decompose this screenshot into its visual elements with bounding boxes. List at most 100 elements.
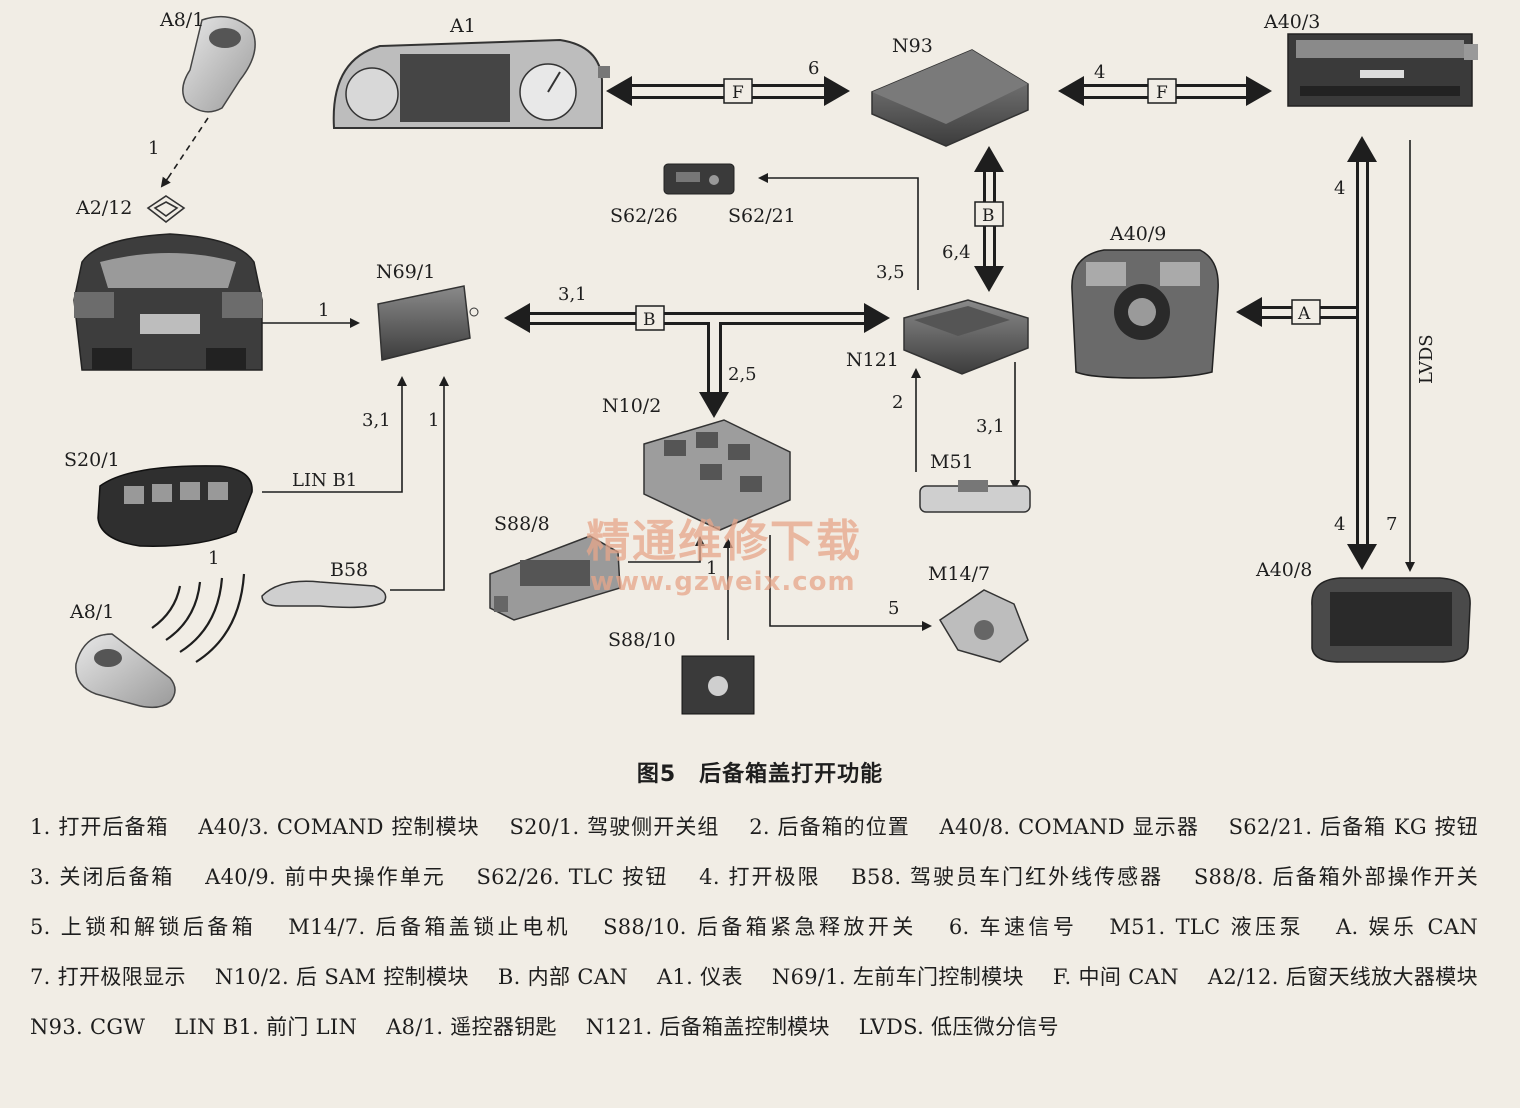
label-s20-1: S20/1	[64, 449, 120, 471]
gateway-module	[871, 49, 1029, 147]
rear-sam-module	[643, 419, 791, 531]
conn-1-s88: 1	[706, 558, 717, 579]
trunk-lid-control-module	[903, 299, 1029, 375]
legend-item: M51. TLC 液压泵	[1109, 915, 1304, 939]
legend-item: 4. 打开极限	[699, 865, 821, 889]
legend-item: 2. 后备箱的位置	[749, 815, 910, 839]
legend-item: A1. 仪表	[656, 965, 743, 989]
legend-item: M14/7. 后备箱盖锁止电机	[288, 915, 571, 939]
label-m51: M51	[930, 451, 974, 473]
conn-6-4: 6,4	[942, 242, 971, 263]
car-rear-view	[73, 233, 263, 371]
bus-f-right-label: F	[1156, 83, 1168, 103]
figure-caption: 图5 后备箱盖打开功能	[636, 762, 884, 787]
legend-item: 1. 打开后备箱	[30, 815, 169, 839]
instrument-cluster	[332, 38, 610, 129]
remote-key-top	[182, 15, 256, 113]
legend-item: S62/21. 后备箱 KG 按钮	[1228, 815, 1479, 839]
conn-lvds: LVDS	[1416, 334, 1437, 384]
legend: 1. 打开后备箱 A40/3. COMAND 控制模块 S20/1. 驾驶侧开关…	[30, 802, 1500, 1052]
legend-item: 6. 车速信号	[948, 915, 1078, 939]
label-a40-9: A40/9	[1109, 223, 1166, 245]
label-n10-2: N10/2	[602, 395, 661, 417]
label-a2-12: A2/12	[75, 197, 132, 219]
label-s62-26: S62/26	[610, 205, 678, 227]
legend-item: A40/9. 前中央操作单元	[205, 865, 446, 889]
conn-1-n69: 1	[428, 410, 439, 431]
system-diagram: F F B B A	[64, 9, 1478, 715]
conn-1-car: 1	[318, 300, 329, 321]
comand-control-unit	[1287, 33, 1478, 107]
label-s88-10: S88/10	[608, 629, 676, 651]
comand-display	[1311, 577, 1471, 663]
conn-1-remote-bottom: 1	[208, 548, 219, 569]
bus-label-boxes	[635, 78, 1321, 331]
conn-7: 7	[1386, 514, 1397, 535]
label-n69-1: N69/1	[376, 261, 435, 283]
label-a1: A1	[449, 15, 476, 37]
conn-1-remote: 1	[148, 138, 159, 159]
legend-item: A8/1. 遥控器钥匙	[386, 1015, 557, 1039]
label-s62-21: S62/21	[728, 205, 796, 227]
bus-f-left-label: F	[732, 83, 744, 103]
legend-item: 3. 关闭后备箱	[30, 865, 175, 889]
legend-item: F. 中间 CAN	[1052, 965, 1179, 989]
label-s88-8: S88/8	[494, 513, 550, 535]
watermark-url: www.gzweix.com	[590, 567, 856, 597]
signal-lines	[160, 117, 1415, 640]
conn-2-5: 2,5	[728, 364, 757, 385]
label-a8-1-bottom: A8/1	[69, 601, 114, 623]
legend-item: N121. 后备箱盖控制模块	[585, 1015, 830, 1039]
legend-item: S62/26. TLC 按钮	[476, 865, 669, 889]
legend-item: LVDS. 低压微分信号	[858, 1015, 1059, 1039]
legend-item: B58. 驾驶员车门红外线传感器	[851, 865, 1164, 889]
antenna-amplifier	[146, 195, 186, 224]
label-a8-1-top: A8/1	[159, 9, 204, 31]
door-control-module	[377, 285, 479, 361]
legend-item: N93. CGW	[30, 1015, 146, 1039]
driver-switch-group	[97, 465, 253, 547]
bus-b-mid-label: B	[643, 310, 656, 330]
legend-item: A40/8. COMAND 显示器	[939, 815, 1199, 839]
legend-item: B. 内部 CAN	[497, 965, 628, 989]
door-infrared-sensor	[261, 580, 387, 609]
legend-item: S20/1. 驾驶侧开关组	[509, 815, 720, 839]
conn-6: 6	[808, 58, 819, 79]
tlc-hydraulic-pump	[919, 480, 1031, 513]
bus-a-label: A	[1297, 304, 1311, 324]
legend-item: S88/8. 后备箱外部操作开关	[1193, 865, 1479, 889]
conn-5: 5	[888, 598, 899, 619]
emergency-release-switch	[681, 655, 755, 715]
radio-waves	[151, 573, 246, 663]
front-center-control-unit	[1071, 249, 1219, 379]
conn-4-top: 4	[1094, 62, 1105, 83]
legend-item: A40/3. COMAND 控制模块	[198, 815, 480, 839]
legend-item: N10/2. 后 SAM 控制模块	[214, 965, 469, 989]
label-a40-3: A40/3	[1263, 11, 1320, 33]
conn-4-vert-top: 4	[1334, 178, 1345, 199]
watermark-text: 精通维修下载	[586, 516, 862, 567]
legend-item: N69/1. 左前车门控制模块	[771, 965, 1024, 989]
remote-key-bottom	[75, 633, 176, 709]
legend-item: 5. 上锁和解锁后备箱	[30, 915, 257, 939]
conn-4-vert-bottom: 4	[1334, 514, 1345, 535]
legend-item: 7. 打开极限显示	[30, 965, 186, 989]
bus-b-vert-label: B	[982, 206, 995, 226]
trunk-external-switch	[489, 535, 621, 621]
conn-3-1-n69: 3,1	[362, 410, 391, 431]
label-m14-7: M14/7	[928, 563, 990, 585]
conn-3-1-bus: 3,1	[558, 284, 587, 305]
legend-item: A. 娱乐 CAN	[1336, 915, 1479, 939]
label-a40-8: A40/8	[1255, 559, 1312, 581]
conn-2: 2	[892, 392, 903, 413]
legend-item: A2/12. 后窗天线放大器模块	[1207, 965, 1478, 989]
legend-item: S88/10. 后备箱紧急释放开关	[603, 915, 917, 939]
tlc-button	[663, 163, 735, 195]
conn-lin-b1: LIN B1	[292, 470, 357, 491]
trunk-lock-motor	[938, 589, 1029, 663]
label-b58: B58	[330, 559, 368, 581]
label-n93: N93	[892, 35, 933, 57]
conn-3-1-m51: 3,1	[976, 416, 1005, 437]
legend-item: LIN B1. 前门 LIN	[174, 1015, 358, 1039]
label-n121: N121	[846, 349, 899, 371]
